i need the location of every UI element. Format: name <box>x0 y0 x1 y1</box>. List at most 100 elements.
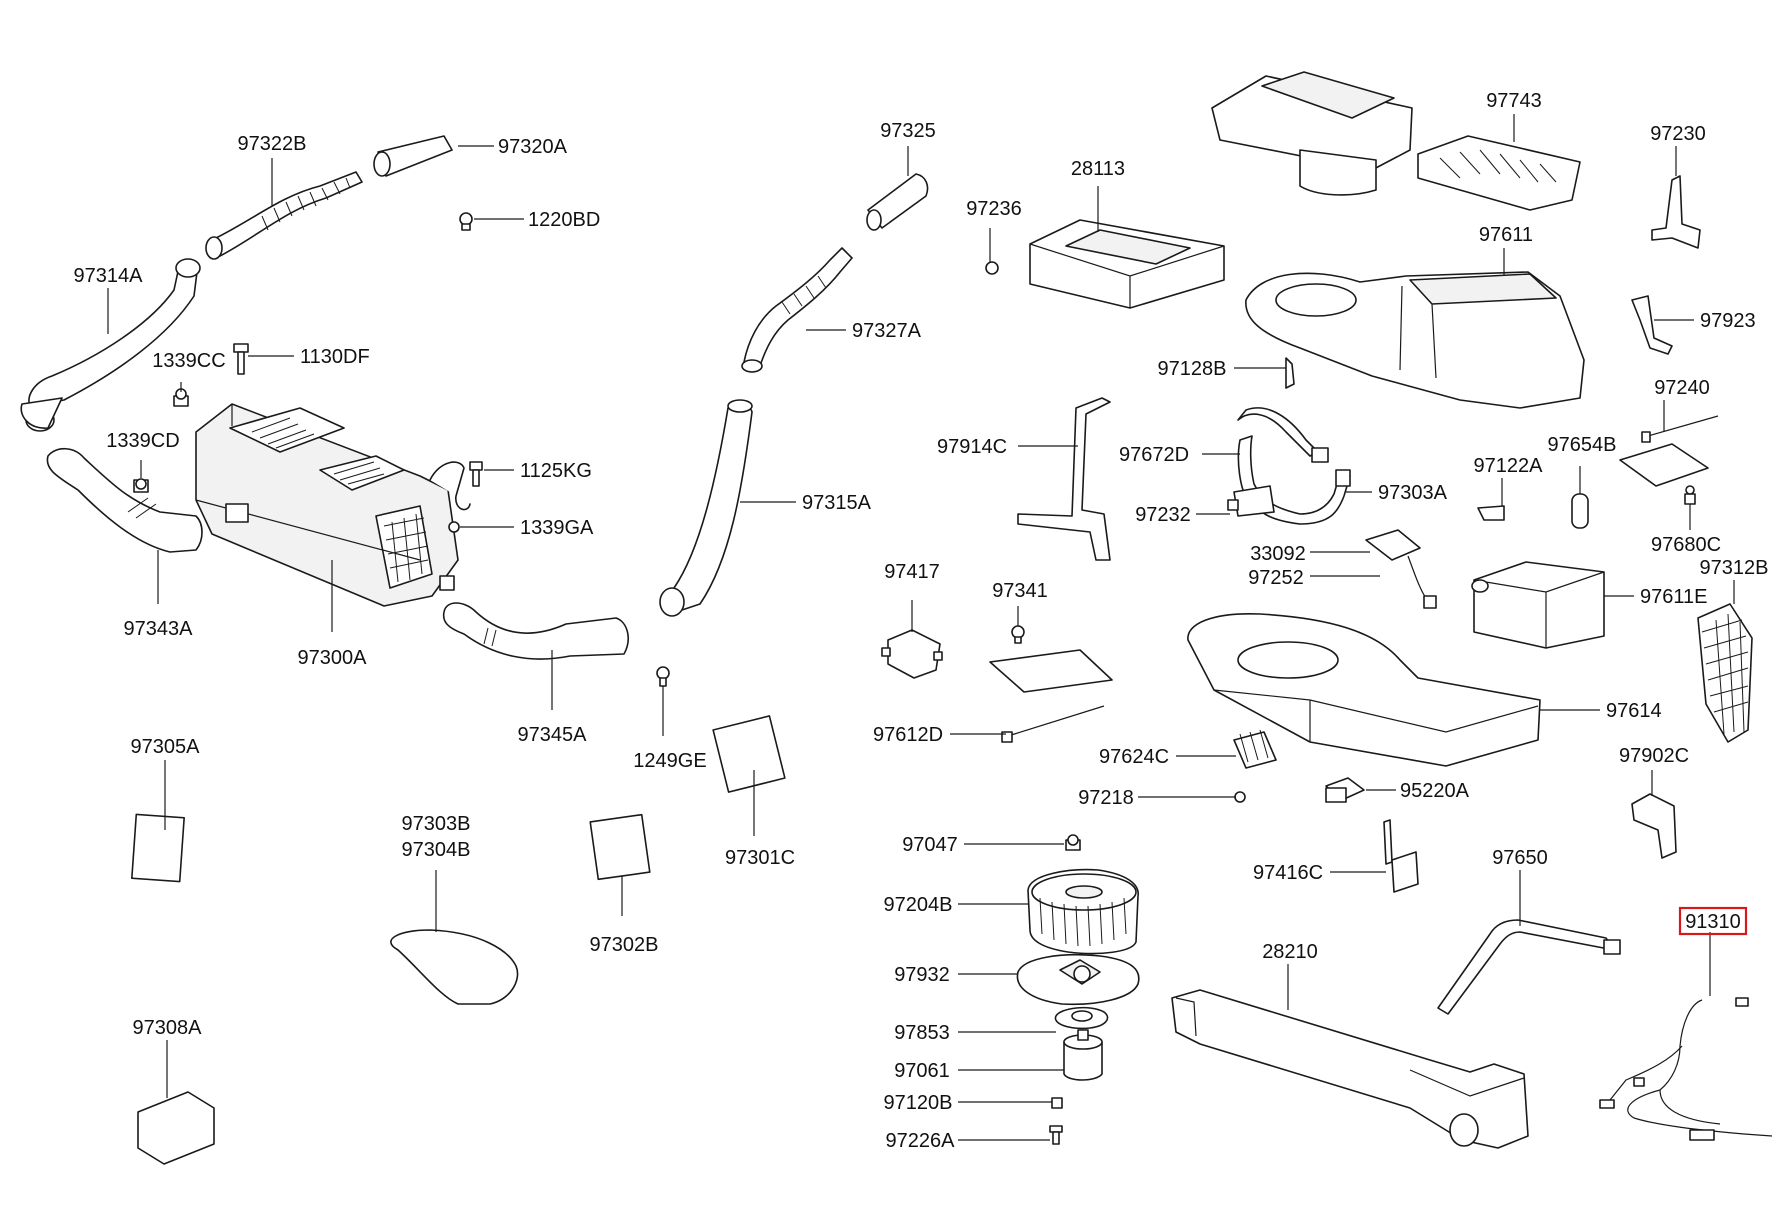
part-label-97416C[interactable]: 97416C <box>1253 862 1323 884</box>
duct-97343A[interactable] <box>46 447 203 553</box>
part-label-97303B[interactable]: 97303B <box>402 813 471 835</box>
pipe-97650[interactable] <box>1437 919 1621 1015</box>
part-label-1220BD[interactable]: 1220BD <box>528 209 600 231</box>
rod-97240[interactable] <box>1641 415 1719 443</box>
part-label-97314A[interactable]: 97314A <box>74 265 144 287</box>
pad-97301C[interactable] <box>712 715 786 793</box>
pad-97308A[interactable] <box>137 1091 215 1165</box>
plate-97341[interactable] <box>989 649 1113 693</box>
nut-97047[interactable] <box>1065 834 1081 851</box>
part-label-1339GA[interactable]: 1339GA <box>520 517 594 539</box>
part-label-97322B[interactable]: 97322B <box>238 133 307 155</box>
pad-97305A[interactable] <box>131 813 185 883</box>
part-label-33092[interactable]: 33092 <box>1250 543 1306 565</box>
part-label-1339CC[interactable]: 1339CC <box>152 350 225 372</box>
actuator-95220A[interactable] <box>1325 777 1365 803</box>
part-label-97308A[interactable]: 97308A <box>133 1017 203 1039</box>
part-label-97923[interactable]: 97923 <box>1700 310 1756 332</box>
blower-motor-97061[interactable] <box>1063 1029 1103 1081</box>
cable-tie-97612D[interactable] <box>1001 705 1105 743</box>
part-label-95220A[interactable]: 95220A <box>1400 780 1470 802</box>
lower-case-97614[interactable] <box>1187 613 1541 767</box>
part-label-97230[interactable]: 97230 <box>1650 123 1706 145</box>
part-label-97226A[interactable]: 97226A <box>886 1130 956 1152</box>
part-label-97303A[interactable]: 97303A <box>1378 482 1448 504</box>
part-label-97236[interactable]: 97236 <box>966 198 1022 220</box>
bolt-1125KG[interactable] <box>429 461 483 511</box>
resistor-97624C[interactable] <box>1233 729 1277 769</box>
part-label-97122A[interactable]: 97122A <box>1474 455 1544 477</box>
part-label-97654B[interactable]: 97654B <box>1548 434 1617 456</box>
part-label-97128B[interactable]: 97128B <box>1158 358 1227 380</box>
part-label-97218[interactable]: 97218 <box>1078 787 1134 809</box>
corrugated-hose-97322B[interactable] <box>205 171 363 260</box>
part-label-97672D[interactable]: 97672D <box>1119 444 1189 466</box>
part-label-97743[interactable]: 97743 <box>1486 90 1542 112</box>
part-label-97305A[interactable]: 97305A <box>131 736 201 758</box>
part-label-97301C[interactable]: 97301C <box>725 847 795 869</box>
part-label-97325[interactable]: 97325 <box>880 120 936 142</box>
duct-97315A[interactable] <box>659 399 753 617</box>
hose-piece-97325[interactable] <box>866 173 929 231</box>
part-label-97932[interactable]: 97932 <box>894 964 950 986</box>
module-97417[interactable] <box>881 629 943 679</box>
part-label-97240[interactable]: 97240 <box>1654 377 1710 399</box>
bracket-97923[interactable] <box>1631 295 1673 355</box>
part-label-97853[interactable]: 97853 <box>894 1022 950 1044</box>
screw-97226A[interactable] <box>1049 1125 1063 1145</box>
part-label-97650[interactable]: 97650 <box>1492 847 1548 869</box>
part-label-97320A[interactable]: 97320A <box>498 136 568 158</box>
part-label-97680C[interactable]: 97680C <box>1651 534 1721 556</box>
wiring-harness-91310[interactable] <box>1599 997 1772 1141</box>
part-label-97061[interactable]: 97061 <box>894 1060 950 1082</box>
grommet-97654B[interactable] <box>1571 493 1589 529</box>
intake-housing[interactable] <box>1211 71 1413 196</box>
clip-97680C[interactable] <box>1684 485 1696 505</box>
part-label-97612D[interactable]: 97612D <box>873 724 943 746</box>
hose-97314A[interactable] <box>20 258 201 432</box>
part-label-97614[interactable]: 97614 <box>1606 700 1662 722</box>
cooling-plate-97932[interactable] <box>1016 953 1140 1006</box>
grille-97312B[interactable] <box>1697 603 1753 743</box>
part-label-1249GE[interactable]: 1249GE <box>633 750 706 772</box>
part-label-97345A[interactable]: 97345A <box>518 724 588 746</box>
bracket-97914C[interactable] <box>1017 397 1111 561</box>
bracket-97416C[interactable] <box>1383 819 1419 893</box>
heater-unit-97300A[interactable] <box>195 403 459 607</box>
part-label-97300A[interactable]: 97300A <box>298 647 368 669</box>
duct-97345A[interactable] <box>442 602 629 660</box>
part-label-97204B[interactable]: 97204B <box>884 894 953 916</box>
bolt-97236[interactable] <box>985 261 999 275</box>
part-label-28113[interactable]: 28113 <box>1071 158 1125 180</box>
part-label-91310[interactable]: 91310 <box>1685 911 1741 933</box>
part-label-97232[interactable]: 97232 <box>1135 504 1191 526</box>
air-filter-28113[interactable] <box>1029 219 1225 309</box>
screw-97341[interactable] <box>1011 625 1025 644</box>
part-label-97611E[interactable]: 97611E <box>1640 586 1707 608</box>
evaporator-97611E[interactable] <box>1471 561 1605 649</box>
part-label-97341[interactable]: 97341 <box>992 580 1048 602</box>
bracket-97743[interactable] <box>1417 135 1581 211</box>
bolt-1220BD[interactable] <box>459 212 473 231</box>
nut-1339CC[interactable] <box>173 388 189 407</box>
plate-97654B[interactable] <box>1619 443 1709 487</box>
part-label-97315A[interactable]: 97315A <box>802 492 872 514</box>
seal-97303B-97304B[interactable] <box>390 929 519 1005</box>
gasket-97853[interactable] <box>1054 1006 1109 1030</box>
bolt-1130DF[interactable] <box>233 343 249 375</box>
part-label-97047[interactable]: 97047 <box>902 834 958 856</box>
part-label-97120B[interactable]: 97120B <box>884 1092 953 1114</box>
part-label-97914C[interactable]: 97914C <box>937 436 1007 458</box>
part-label-97611[interactable]: 97611 <box>1479 224 1533 246</box>
part-label-28210[interactable]: 28210 <box>1262 941 1318 963</box>
clip-97122A[interactable] <box>1477 505 1505 521</box>
corrugated-hose-97327A[interactable] <box>741 247 853 373</box>
bracket-97902C[interactable] <box>1631 793 1677 859</box>
part-label-1125KG[interactable]: 1125KG <box>520 460 592 482</box>
duct-28210[interactable] <box>1171 989 1529 1149</box>
sensor-33092[interactable] <box>1365 529 1437 609</box>
clip-97120B[interactable] <box>1051 1097 1063 1109</box>
nut-1339GA[interactable] <box>448 521 460 533</box>
part-label-1130DF[interactable]: 1130DF <box>300 346 370 368</box>
part-label-1339CD[interactable]: 1339CD <box>106 430 179 452</box>
